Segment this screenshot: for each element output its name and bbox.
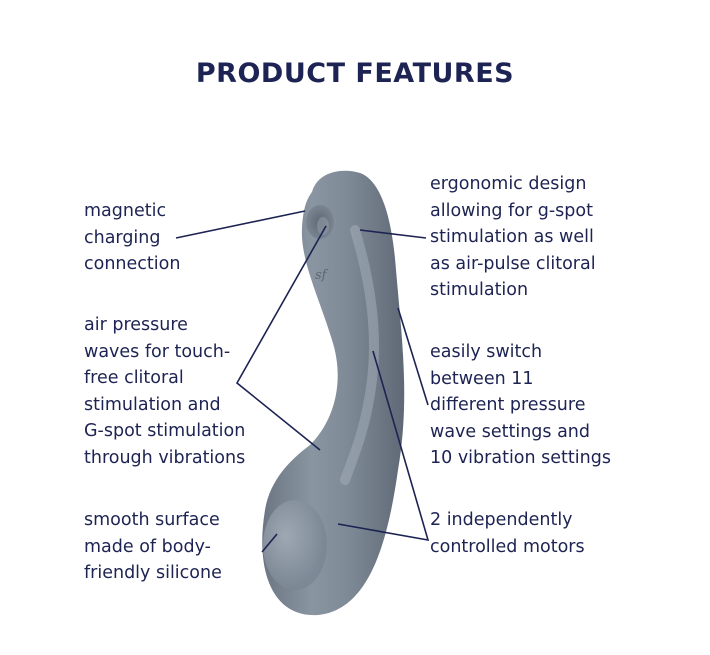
- page-title: PRODUCT FEATURES: [195, 58, 515, 89]
- callout-magnetic-charging: magnetic charging connection: [84, 201, 181, 274]
- callout-switch-settings: easily switch between 11 different press…: [430, 342, 611, 468]
- callout-motors: 2 independently controlled motors: [430, 510, 585, 557]
- callout-lines: [175, 210, 430, 553]
- callout-ergonomic-design: ergonomic design allowing for g-spot sti…: [430, 174, 596, 300]
- brand-logo-icon: sf: [315, 268, 329, 283]
- callout-smooth-surface: smooth surface made of body- friendly si…: [84, 510, 222, 583]
- callout-air-pressure: air pressure waves for touch- free clito…: [84, 315, 246, 468]
- product-body: [262, 170, 405, 616]
